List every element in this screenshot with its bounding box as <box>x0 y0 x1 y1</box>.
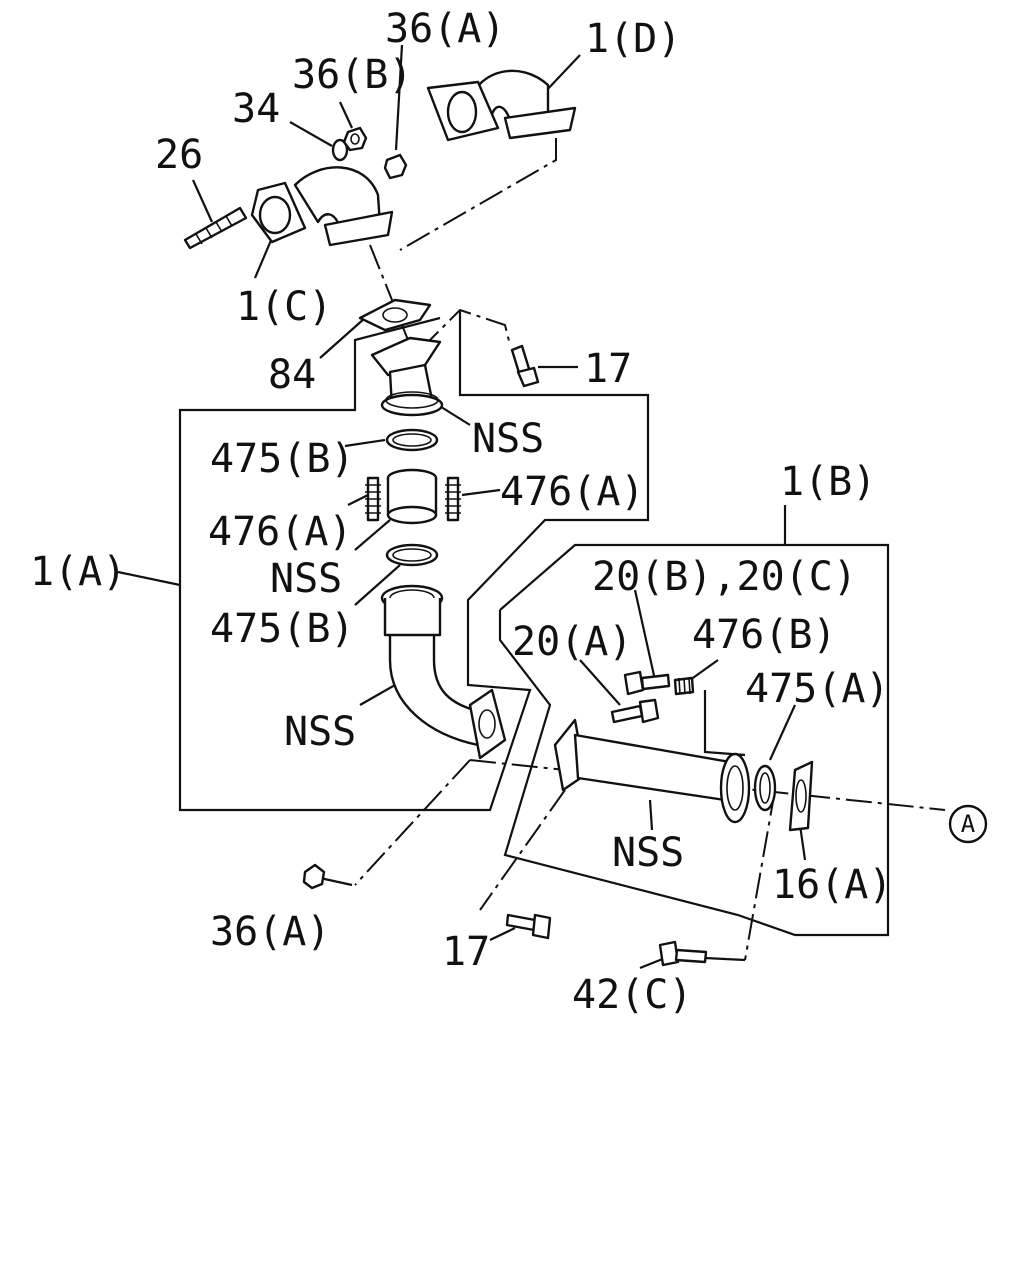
label-475A: 475(A) <box>745 666 890 712</box>
group-1B-outline <box>498 543 890 937</box>
label-1D: 1(D) <box>585 16 681 62</box>
label-36B: 36(B) <box>292 52 412 98</box>
label-1A: 1(A) <box>30 549 126 595</box>
label-NSS-4: NSS <box>612 830 684 876</box>
bent-pipe-1A <box>380 584 507 760</box>
leader-476B <box>689 659 719 681</box>
label-1B: 1(B) <box>780 459 876 505</box>
leader-NSS-2 <box>354 519 391 551</box>
ring-475B-2 <box>385 543 439 567</box>
leader-42C <box>639 956 666 970</box>
leader-NSS-3 <box>359 684 396 706</box>
leader-16A <box>798 824 807 861</box>
label-36A-top: 36(A) <box>385 6 505 52</box>
elbow-1C <box>250 166 394 247</box>
label-475B-2: 475(B) <box>210 606 355 652</box>
leader-36A-bottom <box>319 876 353 887</box>
flange-16A <box>788 760 814 832</box>
upper-flange-pipe <box>370 336 444 417</box>
leader-475B-2 <box>354 564 401 606</box>
ring-475A <box>753 764 777 812</box>
elbow-1D <box>426 69 577 142</box>
label-NSS-3: NSS <box>284 709 356 755</box>
leader-42C-tail <box>704 956 746 962</box>
label-84: 84 <box>268 352 316 398</box>
leader-20A <box>579 659 621 706</box>
reference-circle-A <box>948 804 988 844</box>
label-17-top: 17 <box>584 346 632 392</box>
label-1C: 1(C) <box>236 284 332 330</box>
label-26: 26 <box>155 132 203 178</box>
leader-20BC <box>633 589 657 681</box>
leader-36B <box>339 101 353 129</box>
washer-34 <box>331 138 349 162</box>
bolt-42C <box>658 940 708 967</box>
label-476A-right: 476(A) <box>500 469 645 515</box>
label-20A: 20(A) <box>512 619 632 665</box>
centerline-nut-bottom <box>354 759 471 886</box>
centerline-bolt-42C <box>744 789 776 961</box>
leader-475A <box>768 704 797 761</box>
nut-36A-bottom <box>302 863 326 890</box>
leader-17-bottom <box>489 927 516 941</box>
label-476B: 476(B) <box>692 612 837 658</box>
leader-36A-top <box>394 44 404 151</box>
label-36A-bottom: 36(A) <box>210 909 330 955</box>
leader-476B-bracket <box>703 690 746 757</box>
label-475B-1: 475(B) <box>210 436 355 482</box>
straight-pipe-1B <box>553 718 751 824</box>
label-42C: 42(C) <box>572 972 692 1018</box>
leader-84 <box>319 317 366 359</box>
leader-1C <box>253 237 274 279</box>
nut-36A-top <box>383 153 408 180</box>
leader-475B-1 <box>344 438 386 448</box>
leader-26 <box>191 179 214 223</box>
bolt-17-top <box>510 344 540 388</box>
centerline-bolt-bottom <box>479 789 566 911</box>
leader-476A-left <box>347 494 369 506</box>
leader-NSS-4 <box>648 799 654 831</box>
gasket-84 <box>358 298 432 332</box>
leader-1A <box>117 570 181 587</box>
label-34: 34 <box>232 86 280 132</box>
leader-476A-right <box>461 488 501 497</box>
spring-476A-left <box>365 476 381 522</box>
centerline-upper <box>399 138 557 251</box>
sleeve-NSS <box>386 468 438 525</box>
spring-476B <box>673 676 695 696</box>
spring-476A-right <box>445 476 461 522</box>
leader-1D <box>544 54 581 93</box>
label-NSS-1: NSS <box>472 416 544 462</box>
label-16A: 16(A) <box>772 862 892 908</box>
bolt-20BC <box>623 670 671 696</box>
nut-36B <box>342 126 368 152</box>
label-476A-left: 476(A) <box>208 509 353 555</box>
label-20BC: 20(B),20(C) <box>592 554 857 600</box>
group-1A-outline <box>178 310 650 812</box>
leader-34 <box>289 121 333 147</box>
bolt-17-bottom <box>505 913 552 940</box>
stud-26 <box>183 206 248 250</box>
label-17-bottom: 17 <box>442 929 490 975</box>
label-NSS-2: NSS <box>270 556 342 602</box>
label-A-circle: A <box>961 810 976 838</box>
ring-475B-1 <box>385 428 439 452</box>
centerline-main <box>469 759 946 811</box>
bolt-20A <box>610 698 660 724</box>
leader-NSS-1 <box>437 404 471 426</box>
